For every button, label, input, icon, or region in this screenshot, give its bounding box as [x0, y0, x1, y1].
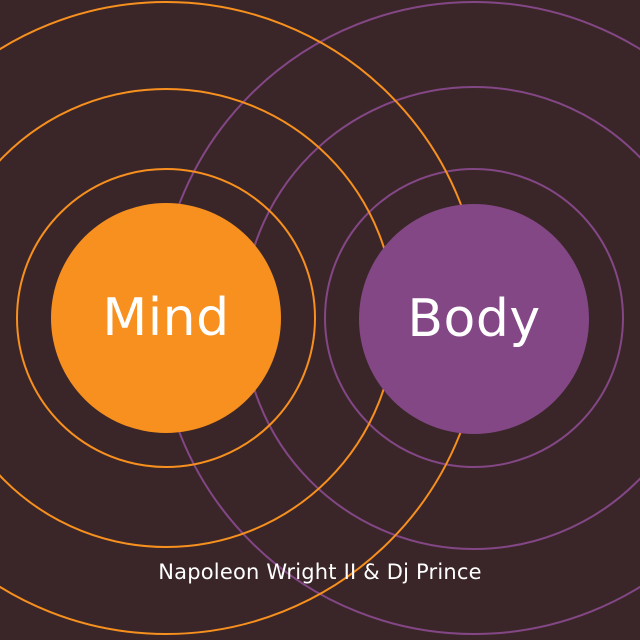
body-circle: Body [359, 204, 589, 434]
mind-circle: Mind [51, 203, 281, 433]
mind-ring-inner [16, 168, 316, 468]
body-ring-inner [324, 168, 624, 468]
mind-label: Mind [102, 288, 230, 348]
body-label: Body [407, 289, 541, 349]
artist-credit: Napoleon Wright II & Dj Prince [158, 560, 482, 584]
